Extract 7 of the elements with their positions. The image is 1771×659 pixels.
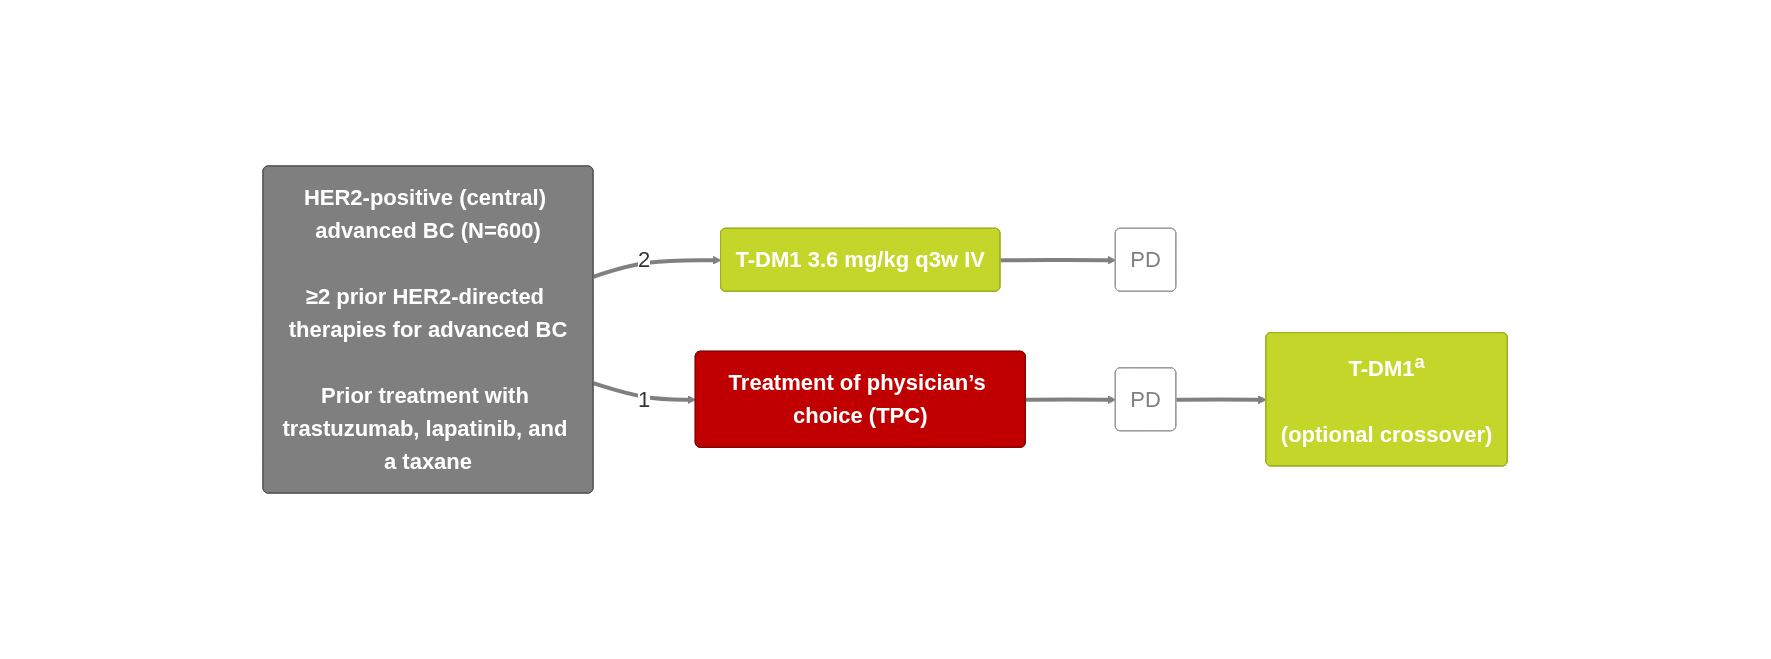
arrow [1026,395,1117,405]
arrow [1176,395,1268,405]
edge-label: 1 [638,386,651,412]
edge-label: 2 [638,247,651,273]
arrow [593,255,722,279]
arrow [593,381,697,405]
arrow [1000,255,1117,265]
